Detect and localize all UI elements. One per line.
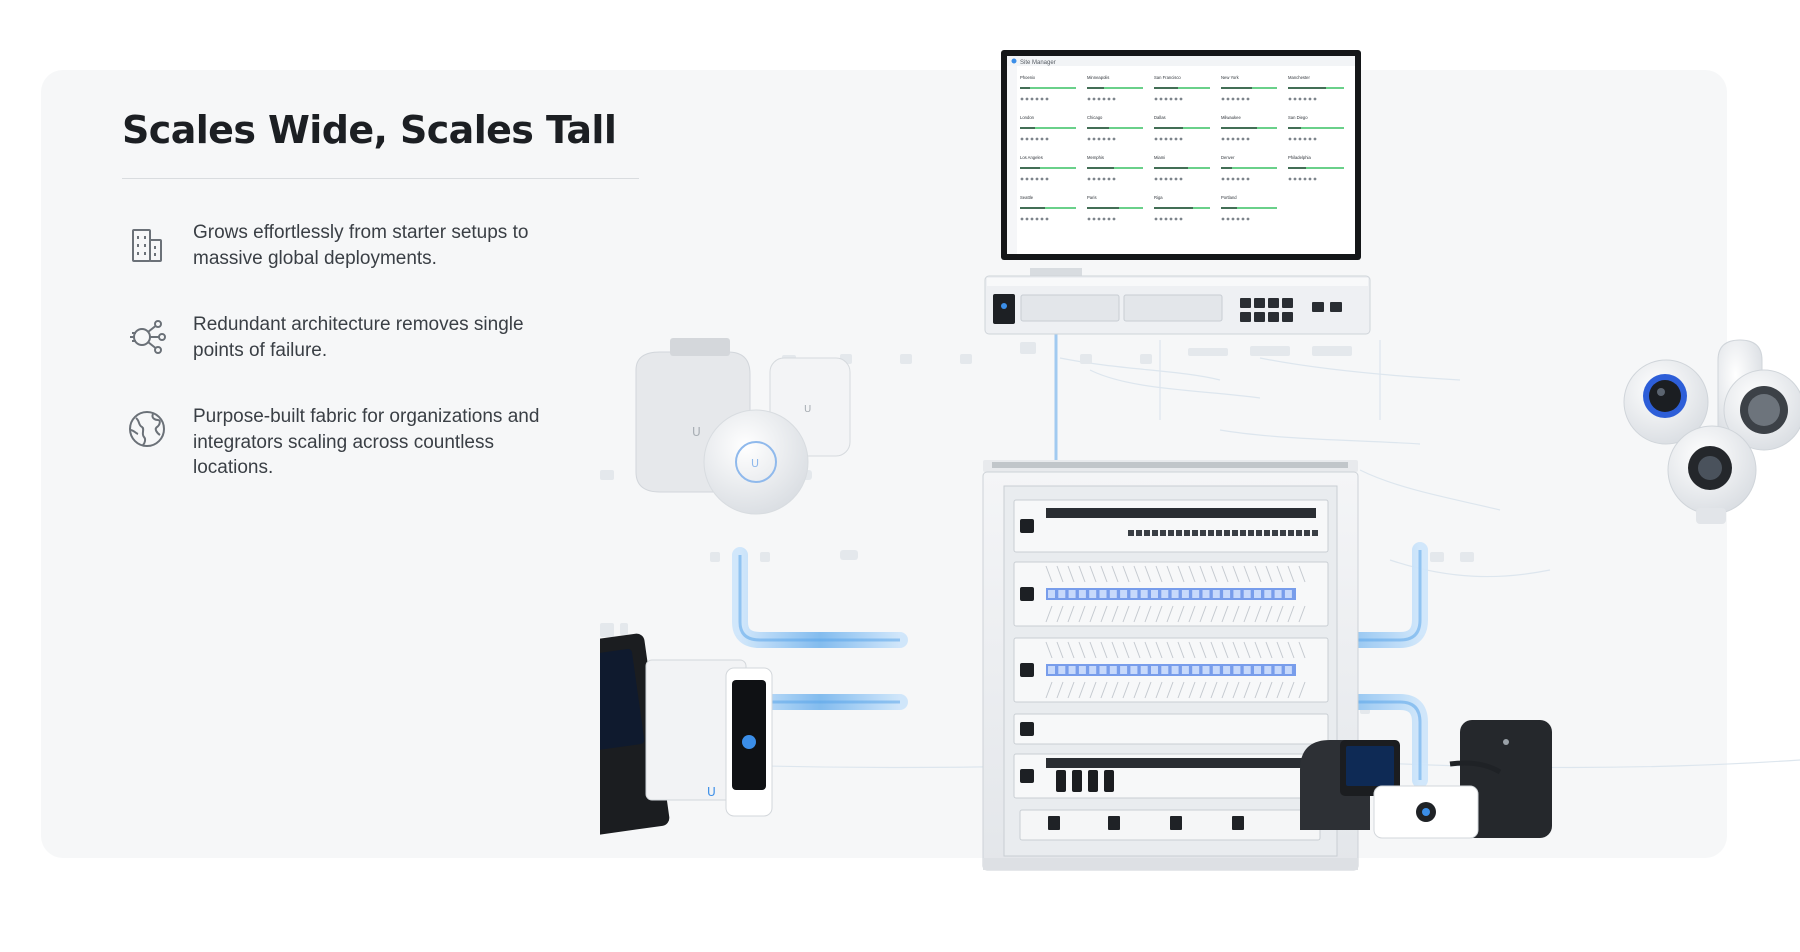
power-strip <box>1019 809 1321 841</box>
site-card: Paris <box>1087 195 1143 221</box>
site-card: Los Angeles <box>1020 155 1076 181</box>
svg-text:U: U <box>692 425 701 439</box>
site-card-name: Manchester <box>1288 75 1310 80</box>
feature-text-fabric: Purpose-built fabric for organizations a… <box>193 406 540 478</box>
title-divider <box>122 178 639 179</box>
svg-text:U: U <box>751 457 759 470</box>
site-card: Philadelphia <box>1288 155 1344 181</box>
site-card: Riga <box>1154 195 1210 221</box>
site-card-name: Seattle <box>1020 195 1034 200</box>
feature-text-growth: Grows effortlessly from starter setups t… <box>193 222 529 269</box>
site-card-name: Miami <box>1154 155 1165 160</box>
site-card-name: Denver <box>1221 155 1235 160</box>
site-card: Memphis <box>1087 155 1143 181</box>
network-nodes-icon <box>126 316 168 358</box>
site-card: Milwaukee <box>1221 115 1277 141</box>
site-card: Dallas <box>1154 115 1210 141</box>
site-card: Denver <box>1221 155 1277 181</box>
feature-text-redundancy: Redundant architecture removes single po… <box>193 314 524 361</box>
site-card: New York <box>1221 75 1277 101</box>
svg-text:U: U <box>707 785 716 799</box>
rack-unit-blank <box>1013 713 1329 745</box>
site-card: Manchester <box>1288 75 1344 101</box>
site-card: Phoenix <box>1020 75 1076 101</box>
site-card-name: San Francisco <box>1154 75 1181 80</box>
rack-unit-manager <box>1013 753 1329 799</box>
server-rack <box>982 460 1359 871</box>
site-card: Seattle <box>1020 195 1076 221</box>
talk-and-ev-devices <box>1300 720 1552 839</box>
site-card-name: London <box>1020 115 1035 120</box>
site-card-name: Paris <box>1087 195 1097 200</box>
network-illustration: Site Manager Phoenix Minneapolis San Franc… <box>600 40 1800 940</box>
site-card: Minneapolis <box>1087 75 1143 101</box>
feature-panel <box>41 70 1727 858</box>
svg-text:U: U <box>804 404 811 415</box>
section-title: Scales Wide, Scales Tall <box>122 108 617 152</box>
site-card-name: Portland <box>1221 195 1237 200</box>
site-manager-monitor: Site Manager Phoenix Minneapolis San Franc… <box>1001 50 1361 288</box>
site-card: Miami <box>1154 155 1210 181</box>
rack-unit-patch <box>1013 637 1329 703</box>
protect-cameras <box>1623 339 1800 524</box>
monitor-app-title: Site Manager <box>1020 60 1056 66</box>
access-devices: U <box>600 633 773 837</box>
site-card-name: Dallas <box>1154 115 1166 120</box>
feature-item-growth: Grows effortlessly from starter setups t… <box>122 220 602 310</box>
feature-item-redundancy: Redundant architecture removes single po… <box>122 312 602 402</box>
site-card-name: Milwaukee <box>1221 115 1241 120</box>
rack-unit-switch <box>1013 499 1329 553</box>
dream-machine-console <box>984 275 1371 335</box>
site-card: Chicago <box>1087 115 1143 141</box>
feature-item-fabric: Purpose-built fabric for organizations a… <box>122 404 602 494</box>
site-card-name: Minneapolis <box>1087 75 1109 80</box>
site-card-name: Los Angeles <box>1020 155 1043 160</box>
site-card-name: Riga <box>1154 195 1163 200</box>
site-card: San Francisco <box>1154 75 1210 101</box>
site-card-name: Philadelphia <box>1288 155 1311 160</box>
site-card-name: Phoenix <box>1020 75 1036 80</box>
rack-unit-patch <box>1013 561 1329 627</box>
site-card-name: New York <box>1221 75 1240 80</box>
building-icon <box>126 224 168 266</box>
site-card: San Diego <box>1288 115 1344 141</box>
site-card-name: San Diego <box>1288 115 1308 120</box>
site-card: Portland <box>1221 195 1277 221</box>
site-card-name: Memphis <box>1087 155 1104 160</box>
access-points: U U U <box>635 338 851 515</box>
globe-icon <box>126 408 168 450</box>
site-card-name: Chicago <box>1087 115 1103 120</box>
site-card: London <box>1020 115 1076 141</box>
